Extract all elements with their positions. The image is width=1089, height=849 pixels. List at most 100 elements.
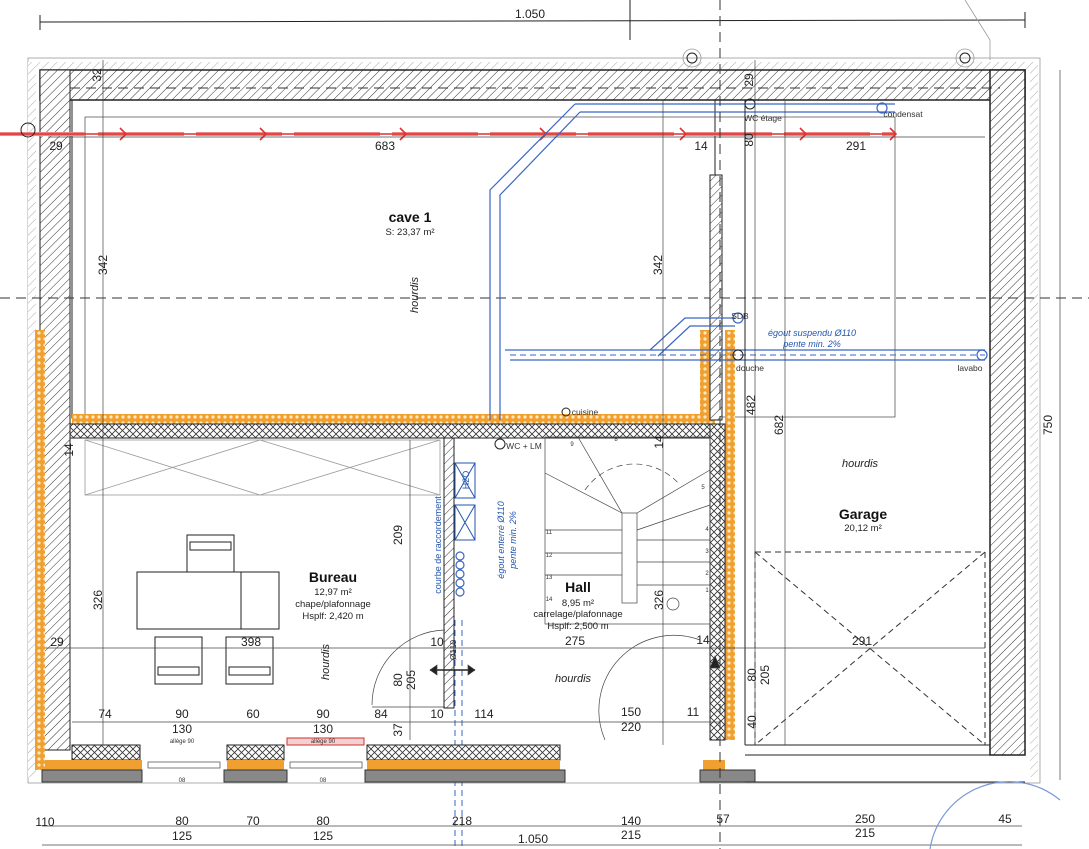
garage-slab: hourdis xyxy=(842,458,879,470)
dim-label: 45 xyxy=(998,812,1012,826)
dim-label: 10 xyxy=(430,707,444,721)
dimensions: 29 683 14 291 32 29 80 342 342 482 682 2… xyxy=(35,68,1055,846)
dim-label: 90 xyxy=(316,707,330,721)
sewer-pipes xyxy=(454,48,988,849)
dim-label: 482 xyxy=(744,395,758,415)
dim-label: 29 xyxy=(49,139,63,153)
dim-label: 14 xyxy=(62,443,76,457)
front-facade xyxy=(41,737,1025,783)
condensat-label: condensat xyxy=(883,109,923,119)
cuisine-label: cuisine xyxy=(572,407,599,417)
dim-label: 80 xyxy=(391,673,405,687)
dim-label: 40 xyxy=(745,715,759,729)
dim-label: 291 xyxy=(852,634,872,648)
dim-label: 398 xyxy=(241,635,261,649)
step-number: 11 xyxy=(546,530,553,536)
overall-width-bottom-label: 1.050 xyxy=(518,832,548,846)
step-number: 4 xyxy=(705,527,709,533)
garage-room xyxy=(744,100,990,756)
dim-label: 326 xyxy=(652,590,666,610)
hall-height: Hsplf: 2,500 m xyxy=(547,621,608,632)
garage-area: 20,12 m² xyxy=(844,523,882,534)
suspended-slope-label: pente min. 2% xyxy=(782,339,841,349)
stair-step-numbers: 1 2 3 4 5 8 9 11 12 13 14 xyxy=(546,437,710,603)
cave-name: cave 1 xyxy=(389,209,432,225)
wc-etage-label: WC étage xyxy=(744,113,782,123)
step-number: 12 xyxy=(546,553,553,559)
connection-bend-coil xyxy=(455,551,465,597)
dim-label: 11 xyxy=(687,705,700,719)
dim-label: 114 xyxy=(474,707,493,721)
dim-label: 125 xyxy=(313,829,333,843)
dim-label: 291 xyxy=(846,139,866,153)
connection-bend-label: courbe de raccordement xyxy=(433,496,443,594)
dim-label: 683 xyxy=(375,139,395,153)
cave-slab: hourdis xyxy=(409,276,421,313)
water-box xyxy=(454,462,476,499)
suspended-sewer-label: égout suspendu Ø110 xyxy=(768,328,856,338)
exterior-walls xyxy=(27,57,1041,784)
bureau-finish: chape/plafonnage xyxy=(295,599,371,610)
dim-label: 37 xyxy=(391,723,405,737)
dim-label: 215 xyxy=(855,826,875,840)
dim-label: 220 xyxy=(621,720,641,734)
hall-finish: carrelage/plafonnage xyxy=(533,609,622,620)
dim-label: 342 xyxy=(651,255,665,275)
overall-depth-label: 750 xyxy=(1041,415,1055,435)
step-number: 3 xyxy=(705,549,709,555)
step-number: 14 xyxy=(546,597,553,603)
dim-label: 110 xyxy=(35,815,54,829)
dim-label: 14 xyxy=(652,435,666,449)
dim-label: 205 xyxy=(758,665,772,685)
dim-label: 130 xyxy=(313,722,333,736)
dim-label: 140 xyxy=(621,814,641,828)
municipal-stamp xyxy=(929,781,1061,849)
buried-slope-label: pente min. 2% xyxy=(508,511,518,570)
lavabo-label: lavabo xyxy=(957,363,982,373)
ventilation-duct xyxy=(0,122,898,141)
dim-label: 80 xyxy=(316,814,330,828)
dim-label: 57 xyxy=(716,812,730,826)
insulation-left xyxy=(35,330,45,770)
office-furniture xyxy=(136,534,280,685)
step-number: 1 xyxy=(705,588,709,594)
douche-label: douche xyxy=(736,363,764,373)
sill-label: allège 90 xyxy=(311,739,336,745)
hall-name: Hall xyxy=(565,579,591,595)
neighbor-boundary xyxy=(964,0,991,60)
staircase xyxy=(544,436,711,625)
dim-label: 29 xyxy=(50,635,64,649)
step-number: 2 xyxy=(705,571,709,577)
dim-label: 205 xyxy=(404,670,418,690)
dim-label: 80 xyxy=(742,133,756,147)
dim-label: 70 xyxy=(246,814,260,828)
dim-label: 342 xyxy=(96,255,110,275)
dim-label: 80 xyxy=(745,668,759,682)
bureau-height: Hsplf: 2,420 m xyxy=(302,611,363,622)
dim-label: 250 xyxy=(855,812,875,826)
bureau-area: 12,97 m² xyxy=(314,587,352,598)
sill-highlight xyxy=(286,737,365,746)
bureau-hall-wall xyxy=(443,437,455,709)
window-label: 08 xyxy=(179,778,186,784)
dim-label: 29 xyxy=(742,73,756,87)
bureau-slab: hourdis xyxy=(320,643,332,680)
sdb-label: SDB xyxy=(731,311,749,321)
overall-width-dimension: 1.050 xyxy=(39,7,1026,30)
window-label: 08 xyxy=(320,778,327,784)
dim-label: 150 xyxy=(621,705,641,719)
dim-label: 60 xyxy=(246,707,260,721)
dimension-lines xyxy=(42,0,1061,849)
step-number: 5 xyxy=(701,485,705,491)
dim-label: 275 xyxy=(565,634,585,648)
dim-label: 10 xyxy=(430,635,444,649)
dim-label: 682 xyxy=(772,415,786,435)
dim-label: 218 xyxy=(452,814,472,828)
step-number: 9 xyxy=(570,442,574,448)
step-number: 8 xyxy=(614,437,618,443)
dim-label: 215 xyxy=(621,828,641,842)
dim-label: 74 xyxy=(98,707,112,721)
bureau-name: Bureau xyxy=(309,569,357,585)
step-number: 13 xyxy=(546,575,553,581)
